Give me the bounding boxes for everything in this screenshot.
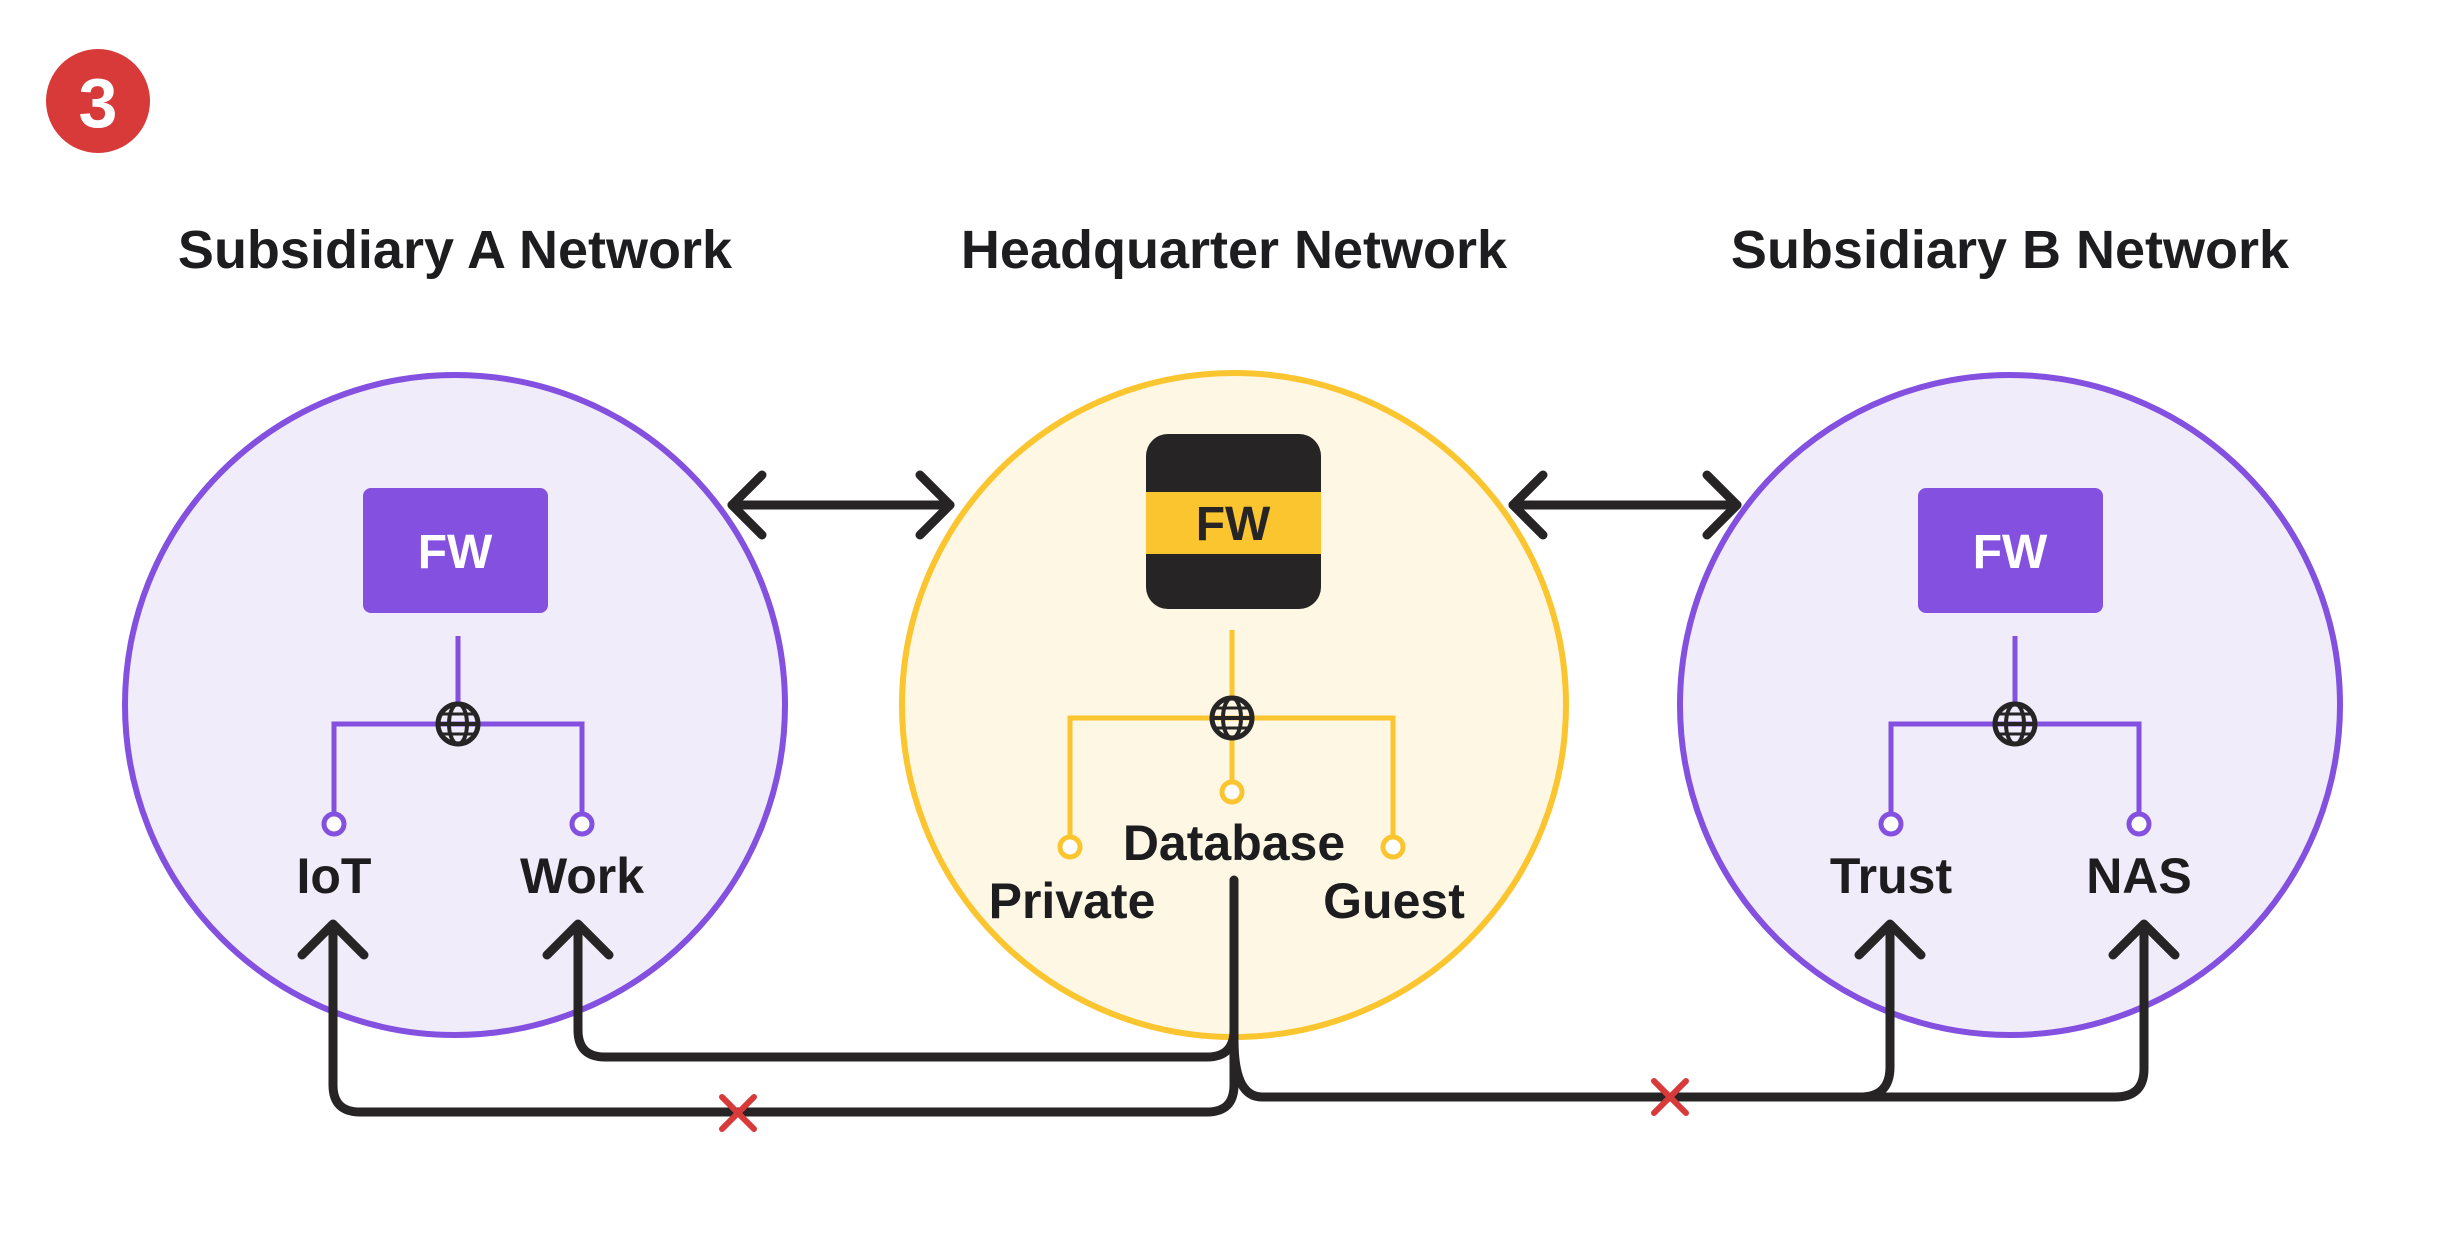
connection-database-to-trust-blocked bbox=[1257, 925, 1895, 1102]
subsidiary-b-internals: FW Trust NAS bbox=[1830, 488, 2192, 904]
arrowhead-work bbox=[542, 919, 614, 960]
segment-work-label: Work bbox=[520, 848, 644, 904]
subsidiary-a-title: Subsidiary A Network bbox=[178, 220, 733, 280]
arrowhead-nas bbox=[2108, 919, 2180, 960]
subsidiary-a-internals: FW IoT Work bbox=[297, 488, 644, 904]
connection-database-to-iot-blocked bbox=[328, 925, 1239, 1117]
step-badge: 3 bbox=[46, 49, 150, 153]
headquarter-internals: FW Private Database Guest bbox=[989, 434, 1465, 929]
step-number: 3 bbox=[79, 64, 118, 142]
segment-trust-label: Trust bbox=[1830, 848, 1953, 904]
step-badge-circle bbox=[46, 49, 150, 153]
cross-mark-icon bbox=[719, 1094, 757, 1132]
bidirectional-arrow-icon bbox=[727, 470, 955, 540]
subsidiary-b-firewall-label: FW bbox=[1973, 526, 2048, 579]
segment-guest-label: Guest bbox=[1323, 873, 1465, 929]
segment-iot-label: IoT bbox=[297, 848, 372, 904]
bidirectional-arrow-icon bbox=[1508, 470, 1742, 540]
subsidiary-a-firewall-label: FW bbox=[418, 526, 493, 579]
headquarter-firewall-label: FW bbox=[1196, 498, 1271, 551]
segment-nas-label: NAS bbox=[2086, 848, 2192, 904]
subsidiary-b-firewall bbox=[1918, 488, 2103, 613]
arrowhead-iot bbox=[297, 919, 369, 960]
subsidiary-a-firewall bbox=[363, 488, 548, 613]
segment-database-label: Database bbox=[1123, 815, 1345, 871]
cross-mark-icon bbox=[1651, 1078, 1689, 1116]
subsidiary-b-title: Subsidiary B Network bbox=[1731, 220, 2290, 280]
arrowhead-trust bbox=[1854, 919, 1926, 960]
headquarter-title: Headquarter Network bbox=[961, 220, 1508, 280]
segment-private-label: Private bbox=[989, 873, 1156, 929]
